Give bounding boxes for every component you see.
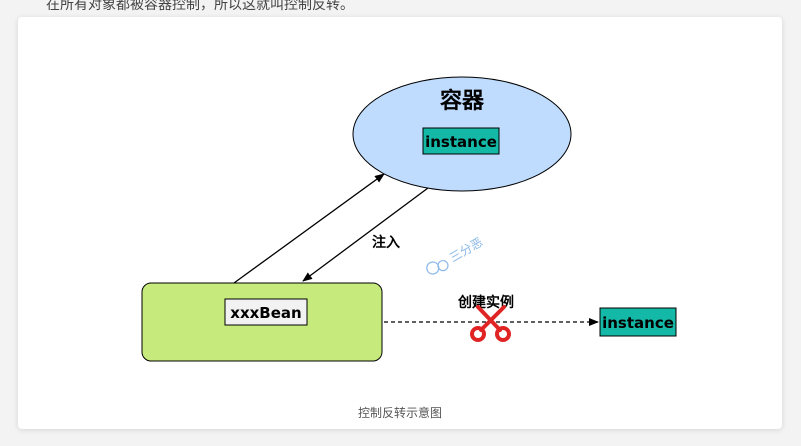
create-instance-label: 创建实例: [457, 294, 514, 311]
watermark: 三分恶: [426, 235, 485, 275]
container-instance-label: instance: [425, 133, 497, 151]
bean-label-box: [224, 298, 308, 326]
scissors-icon: [470, 305, 511, 342]
inject-label: 注入: [372, 234, 400, 251]
watermark-text: 三分恶: [447, 235, 485, 265]
figure-card: 容器 instance xxxBean 注入 三分恶 创建实例: [18, 17, 782, 429]
ioc-diagram: 容器 instance xxxBean 注入 三分恶 创建实例: [141, 76, 677, 362]
external-instance-label: instance: [602, 314, 674, 332]
top-paragraph-text: 在所有对象都被容器控制，所以这就叫控制反转。: [46, 0, 354, 13]
bean-label: xxxBean: [230, 304, 301, 322]
bean-to-container-arrow: [233, 173, 385, 284]
container-label: 容器: [440, 88, 485, 114]
container-instance-box: [422, 127, 500, 155]
external-instance-box: [599, 307, 677, 337]
inject-arrow: [302, 187, 429, 282]
figure-caption: 控制反转示意图: [357, 406, 442, 420]
